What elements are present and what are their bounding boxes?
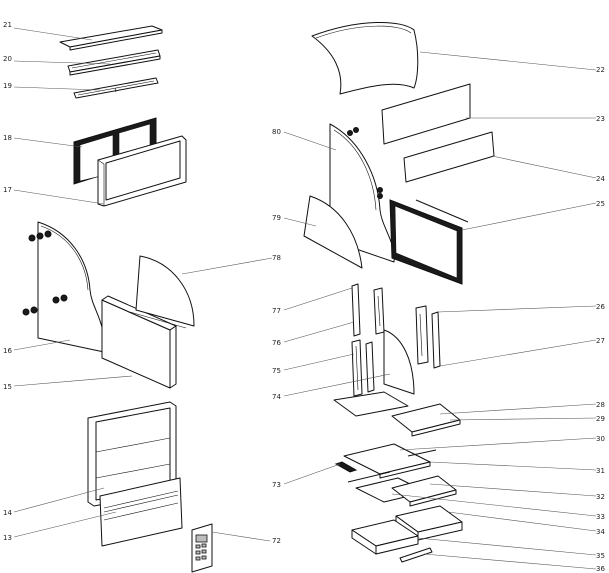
callout-36: 36 bbox=[596, 565, 605, 573]
callout-31: 31 bbox=[596, 467, 605, 475]
callout-19: 19 bbox=[3, 82, 12, 90]
callout-73: 73 bbox=[272, 481, 281, 489]
callout-23: 23 bbox=[596, 115, 605, 123]
callout-32: 32 bbox=[596, 493, 605, 501]
callout-20: 20 bbox=[3, 55, 12, 63]
callout-74: 74 bbox=[272, 393, 281, 401]
callout-28: 28 bbox=[596, 401, 605, 409]
callout-80: 80 bbox=[272, 128, 281, 136]
callout-75: 75 bbox=[272, 367, 281, 375]
part-20-top-rail bbox=[67, 49, 161, 76]
part-77-post bbox=[351, 283, 385, 337]
callout-76: 76 bbox=[272, 339, 281, 347]
part-14-lower-frame bbox=[87, 401, 177, 507]
callout-79: 79 bbox=[272, 214, 281, 222]
part-78-side-glass bbox=[129, 255, 195, 329]
part-79-side-glass bbox=[303, 195, 363, 269]
callout-77: 77 bbox=[272, 307, 281, 315]
callout-72: 72 bbox=[272, 537, 281, 545]
part-17-door-frame bbox=[97, 135, 187, 207]
part-25-glass-door bbox=[389, 199, 469, 285]
part-75-post bbox=[351, 339, 375, 397]
callout-27: 27 bbox=[596, 337, 605, 345]
part-13-drawer-panel bbox=[99, 477, 183, 547]
callout-14: 14 bbox=[3, 509, 12, 517]
part-26-bracket bbox=[415, 305, 441, 369]
callout-21: 21 bbox=[3, 21, 12, 29]
callout-labels: 21 20 19 18 17 16 15 14 13 72 78 80 79 7… bbox=[3, 21, 605, 573]
callout-22: 22 bbox=[596, 66, 605, 74]
callout-18: 18 bbox=[3, 134, 12, 142]
leader-lines bbox=[13, 27, 597, 570]
callout-35: 35 bbox=[596, 552, 605, 560]
callout-16: 16 bbox=[3, 347, 12, 355]
callout-29: 29 bbox=[596, 415, 605, 423]
part-74-side-plate bbox=[383, 329, 415, 395]
part-36-bar bbox=[399, 547, 433, 563]
part-32-tray bbox=[347, 471, 457, 507]
part-22-curved-glass bbox=[311, 21, 419, 95]
callout-15: 15 bbox=[3, 383, 12, 391]
part-19-rail bbox=[73, 77, 159, 99]
part-15-glass-panel bbox=[101, 295, 177, 389]
callout-30: 30 bbox=[596, 435, 605, 443]
callout-78: 78 bbox=[272, 254, 281, 262]
callout-33: 33 bbox=[596, 513, 605, 521]
part-23-rear-glass bbox=[381, 83, 471, 145]
callout-13: 13 bbox=[3, 534, 12, 542]
part-21-top-plate bbox=[59, 25, 163, 51]
callout-17: 17 bbox=[3, 186, 12, 194]
callout-34: 34 bbox=[596, 528, 605, 536]
callout-25: 25 bbox=[596, 200, 605, 208]
part-16-left-side-panel bbox=[22, 221, 105, 353]
callout-26: 26 bbox=[596, 303, 605, 311]
callout-24: 24 bbox=[596, 175, 605, 183]
part-35-drawer bbox=[351, 519, 419, 555]
part-24-small-panel bbox=[403, 131, 495, 183]
part-72-control-panel bbox=[191, 523, 213, 573]
